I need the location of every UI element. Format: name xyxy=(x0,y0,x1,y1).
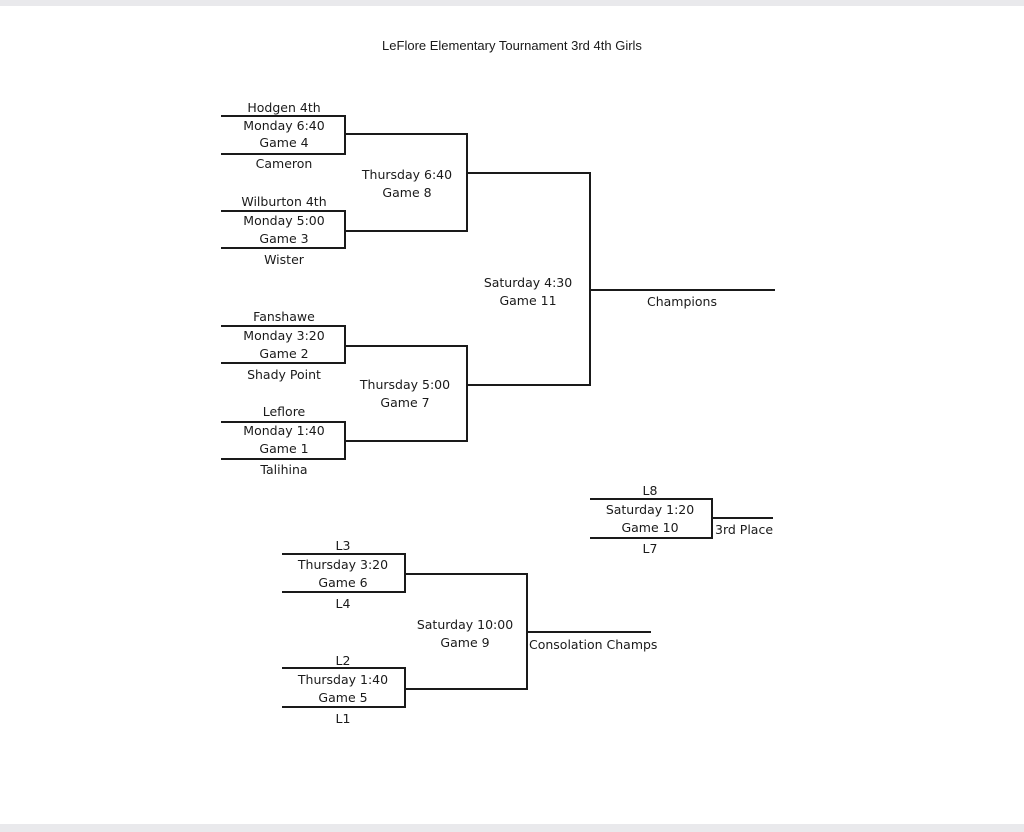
game-5-bracket xyxy=(282,667,406,708)
game-6-time: Thursday 3:20 xyxy=(297,557,389,572)
game-8-number: Game 8 xyxy=(382,185,432,200)
game-3-top-team: Wilburton 4th xyxy=(241,194,327,209)
consolation-label: Consolation Champs xyxy=(529,637,658,652)
game-7-number: Game 7 xyxy=(380,395,430,410)
page-title: LeFlore Elementary Tournament 3rd 4th Gi… xyxy=(382,38,642,53)
game-3-bottom-team: Wister xyxy=(264,252,304,267)
game-10-number: Game 10 xyxy=(621,520,679,535)
game-5-top-team: L2 xyxy=(335,653,351,668)
game-7-bracket xyxy=(345,345,468,442)
game-11-bracket xyxy=(467,172,591,386)
game-8-bracket xyxy=(345,133,468,232)
game-9-time: Saturday 10:00 xyxy=(416,617,514,632)
game-4-number: Game 4 xyxy=(259,135,309,150)
game-10-time: Saturday 1:20 xyxy=(605,502,695,517)
game-11-time: Saturday 4:30 xyxy=(483,275,573,290)
game-2-bracket xyxy=(221,325,346,364)
game-3-number: Game 3 xyxy=(259,231,309,246)
bracket-lines xyxy=(221,115,775,708)
champions-label: Champions xyxy=(647,294,717,309)
game-3-time: Monday 5:00 xyxy=(243,213,325,228)
bracket-sheet: LeFlore Elementary Tournament 3rd 4th Gi… xyxy=(0,6,1024,824)
game-11-number: Game 11 xyxy=(499,293,557,308)
game-1-number: Game 1 xyxy=(259,441,309,456)
game-2-bottom-team: Shady Point xyxy=(247,367,321,382)
game-2-time: Monday 3:20 xyxy=(243,328,325,343)
game-6-bottom-team: L4 xyxy=(335,596,351,611)
game-2-number: Game 2 xyxy=(259,346,309,361)
third-place-label: 3rd Place xyxy=(715,522,774,537)
game-1-bottom-team: Talihina xyxy=(260,462,308,477)
game-6-number: Game 6 xyxy=(318,575,368,590)
game-5-bottom-team: L1 xyxy=(335,711,351,726)
game-5-number: Game 5 xyxy=(318,690,368,705)
game-4-bottom-team: Cameron xyxy=(255,156,313,171)
game-2-top-team: Fanshawe xyxy=(253,309,315,324)
game-1-time: Monday 1:40 xyxy=(243,423,325,438)
game-4-time: Monday 6:40 xyxy=(243,118,325,133)
game-8-time: Thursday 6:40 xyxy=(361,167,453,182)
game-9-number: Game 9 xyxy=(440,635,490,650)
game-10-bottom-team: L7 xyxy=(642,541,658,556)
game-5-time: Thursday 1:40 xyxy=(297,672,389,687)
game-4-top-team: Hodgen 4th xyxy=(247,100,321,115)
game-10-top-team: L8 xyxy=(642,483,658,498)
game-6-top-team: L3 xyxy=(335,538,351,553)
game-1-top-team: Leflore xyxy=(262,404,306,419)
game-3-bracket xyxy=(221,210,346,249)
game-7-time: Thursday 5:00 xyxy=(359,377,451,392)
